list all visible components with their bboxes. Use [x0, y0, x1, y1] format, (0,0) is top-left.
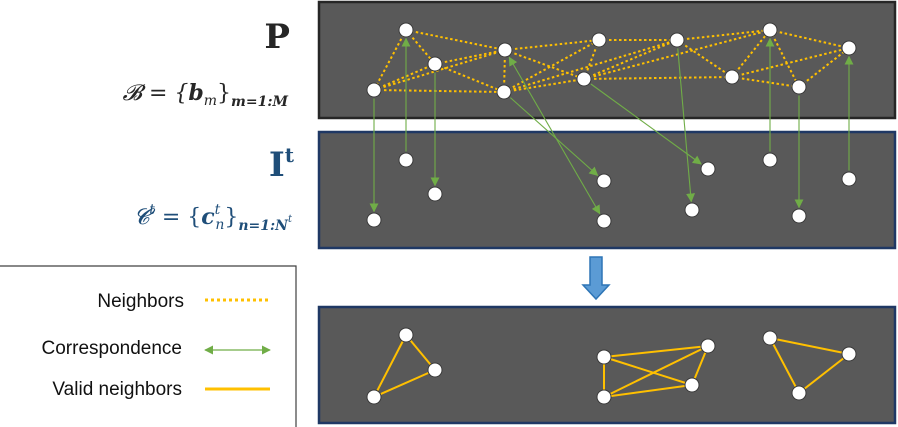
- legend: Neighbors Correspondence Valid neighbors: [0, 265, 297, 427]
- neighbor-edge-5: [373, 89, 505, 93]
- legend-correspondence-label: Correspondence: [42, 338, 182, 359]
- node-i-4: [596, 213, 612, 229]
- node-p-2: [427, 56, 443, 72]
- correspondence-arrow-4: [509, 97, 599, 176]
- panel-p: [317, 0, 897, 120]
- node-i-7: [762, 152, 778, 168]
- neighbor-edge-21: [769, 29, 800, 88]
- node-p-1: [366, 82, 382, 98]
- correspondence-arrow-3: [508, 56, 601, 215]
- neighbor-edge-19: [731, 29, 771, 78]
- valid-neighbor-edge-2: [373, 369, 436, 398]
- neighbor-edge-11: [503, 39, 600, 93]
- legend-neighbors-label: Neighbors: [97, 291, 184, 312]
- panel-i: [317, 130, 897, 250]
- node-r-8: [791, 385, 807, 401]
- valid-neighbor-edge-10: [769, 337, 850, 355]
- valid-neighbor-edge-7: [603, 345, 709, 398]
- panel-p-label: P: [264, 17, 290, 57]
- valid-neighbor-edge-4: [603, 356, 693, 386]
- node-r-0: [398, 327, 414, 343]
- correspondence-arrows: [369, 37, 854, 215]
- feature-nodes: [366, 22, 857, 405]
- neighbor-edge-25: [583, 29, 771, 80]
- correspondence-arrow-6: [677, 48, 696, 203]
- node-p-6: [576, 71, 592, 87]
- neighbor-edge-6: [434, 49, 506, 65]
- legend-frame: [0, 265, 297, 427]
- node-p-10: [791, 79, 807, 95]
- node-i-6: [700, 161, 716, 177]
- set-b-formula: 𝓑 = {bm}m=1:M: [123, 80, 289, 110]
- node-p-5: [591, 32, 607, 48]
- neighbor-edge-3: [373, 63, 436, 91]
- panel-result: [317, 305, 897, 425]
- valid-neighbor-edge-0: [373, 334, 407, 398]
- node-r-2: [427, 362, 443, 378]
- node-i-8: [791, 208, 807, 224]
- neighbor-edge-17: [676, 39, 733, 78]
- legend-valid-neighbors-label: Valid neighbors: [52, 379, 182, 400]
- node-r-6: [700, 338, 716, 354]
- node-r-1: [366, 389, 382, 405]
- neighbor-edge-22: [769, 29, 850, 49]
- valid-neighbor-edge-1: [405, 334, 436, 371]
- panel-i-label: It: [269, 143, 295, 185]
- down-arrow-icon: [581, 256, 611, 301]
- node-i-2: [427, 186, 443, 202]
- node-i-5: [684, 202, 700, 218]
- node-r-7: [762, 330, 778, 346]
- neighbor-edge-7: [434, 63, 505, 93]
- node-r-9: [841, 346, 857, 362]
- node-i-0: [398, 152, 414, 168]
- node-p-11: [841, 40, 857, 56]
- neighbor-edge-24: [731, 47, 850, 78]
- node-p-8: [724, 69, 740, 85]
- node-p-7: [669, 32, 685, 48]
- neighbor-edge-9: [504, 39, 600, 51]
- valid-neighbor-edge-5: [603, 345, 709, 358]
- node-p-4: [496, 84, 512, 100]
- neighbor-edge-20: [731, 76, 800, 88]
- neighbor-edge-0: [373, 29, 407, 91]
- node-r-4: [596, 389, 612, 405]
- node-i-3: [596, 173, 612, 189]
- valid-neighbor-edge-11: [798, 353, 850, 394]
- node-p-0: [398, 22, 414, 38]
- node-i-1: [366, 212, 382, 228]
- node-p-3: [497, 42, 513, 58]
- correspondence-arrow-5: [590, 83, 702, 165]
- valid-neighbor-edge-6: [603, 384, 693, 398]
- valid-neighbor-edge-9: [769, 337, 800, 394]
- neighbor-edge-18: [676, 29, 771, 41]
- neighbor-edge-2: [405, 29, 506, 51]
- node-r-5: [684, 377, 700, 393]
- node-r-3: [596, 349, 612, 365]
- node-i-9: [841, 171, 857, 187]
- neighbor-edge-23: [798, 47, 850, 88]
- node-p-9: [762, 22, 778, 38]
